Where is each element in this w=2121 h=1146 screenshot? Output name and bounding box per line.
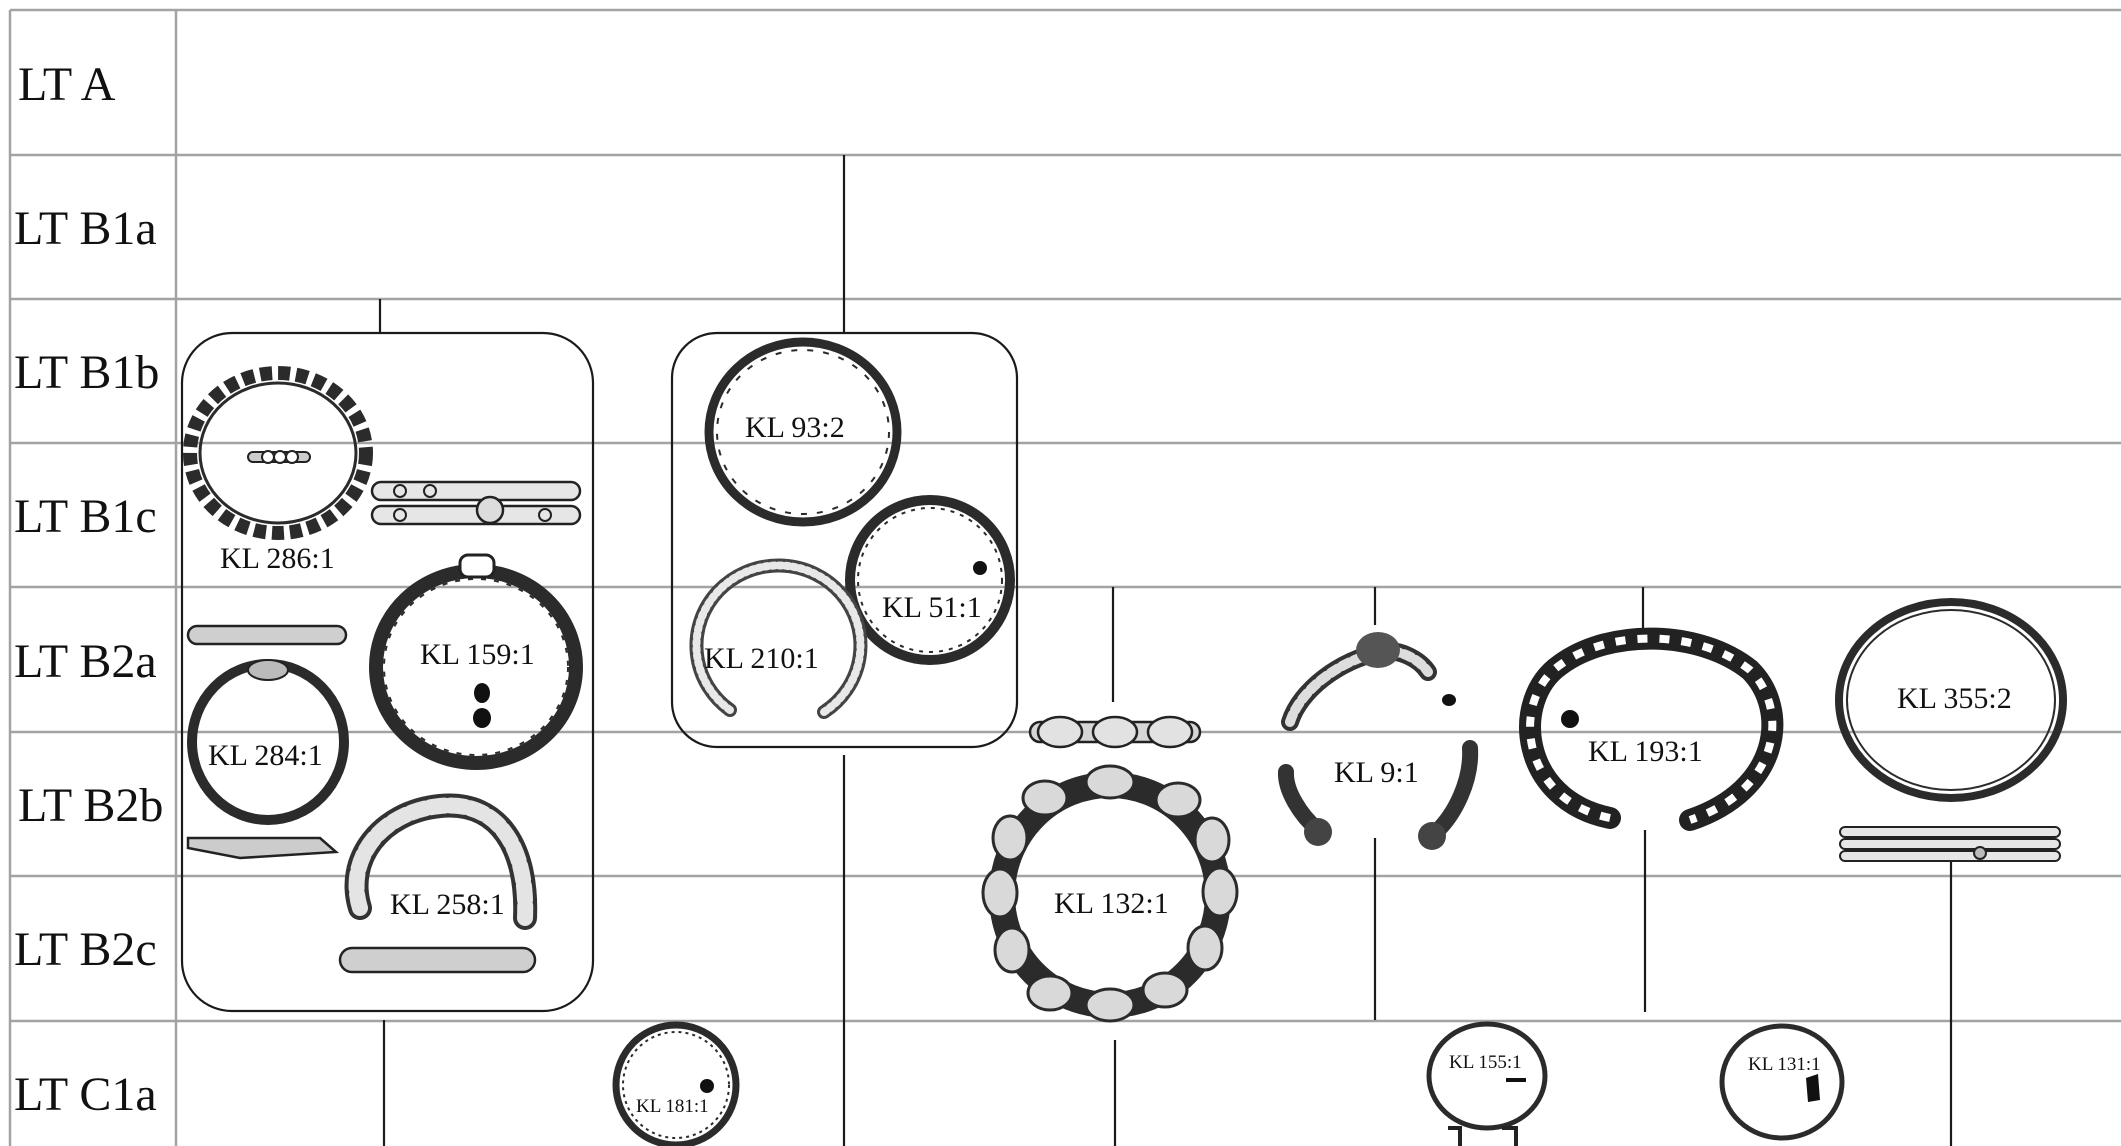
bracelet-drawing — [1719, 1023, 1845, 1141]
bracelet-ornament — [981, 764, 1239, 1023]
bracelet-kl93-2: KL 93:2 — [704, 337, 902, 527]
item-label-kl286-1: KL 286:1 — [220, 542, 335, 575]
bracelet-drawing — [1519, 627, 1784, 831]
bracelet-drawing — [183, 366, 373, 540]
bracelet-kl9-1: KL 9:1 — [1278, 632, 1479, 850]
phase-label-lt-b2c: LT B2c — [14, 923, 157, 976]
bracelet-fragment — [1418, 822, 1446, 850]
bracelet-fragment — [1304, 818, 1332, 846]
item-label-kl9-1: KL 9:1 — [1334, 756, 1419, 789]
bracelet-profile — [247, 450, 311, 464]
cross-section-dot — [1561, 710, 1579, 728]
bracelet-kl132-1: KL 132:1 — [981, 715, 1239, 1023]
bracelet-ornament — [716, 349, 890, 515]
cross-section-dot — [700, 1079, 714, 1093]
bracelet-fragment — [1356, 632, 1400, 668]
bracelet-side-view — [1448, 1126, 1518, 1146]
bracelet-kl193-1: KL 193:1 — [1519, 627, 1784, 831]
group-box-middle — [670, 331, 1019, 749]
phase-label-lt-b2a: LT B2a — [14, 635, 157, 688]
item-label-kl181-1: KL 181:1 — [636, 1096, 709, 1117]
bracelet-kl155-1: KL 155:1 — [1426, 1021, 1548, 1146]
bracelet-ornament — [857, 507, 1003, 653]
bracelet-ornament — [692, 561, 865, 716]
item-label-kl132-1: KL 132:1 — [1054, 887, 1169, 920]
phase-label-lt-a: LT A — [18, 58, 116, 111]
item-label-kl284-1: KL 284:1 — [208, 739, 323, 772]
bracelet-inner-edge — [198, 381, 358, 525]
item-label-kl258-1: KL 258:1 — [390, 888, 505, 921]
bracelet-kl284-1: KL 284:1 — [186, 624, 349, 860]
bracelet-drawing — [704, 337, 902, 527]
phase-label-lt-b1b: LT B1b — [14, 346, 159, 399]
bracelet-ornament — [622, 1031, 730, 1139]
bracelet-side-view — [370, 480, 582, 526]
bracelet-ornament — [1526, 634, 1777, 824]
bracelet-inner-edge — [1846, 609, 2056, 791]
cross-section-mark — [1806, 1074, 1820, 1102]
item-label-kl210-1: KL 210:1 — [704, 642, 819, 675]
bracelet-kl131-1: KL 131:1 — [1719, 1023, 1845, 1141]
cross-section-dot — [1442, 694, 1456, 706]
bracelet-drawing — [1835, 598, 2067, 802]
phase-grid — [8, 8, 2121, 1146]
item-label-kl159-1: KL 159:1 — [420, 638, 535, 671]
phase-label-lt-c1a: LT C1a — [14, 1068, 157, 1121]
cross-section-dot — [474, 683, 490, 703]
bracelet-terminals — [458, 553, 496, 579]
bracelet-ornament — [348, 797, 534, 926]
connector-lines — [378, 155, 1953, 1146]
phase-label-lt-b2b: LT B2b — [18, 779, 163, 832]
item-label-kl155-1: KL 155:1 — [1449, 1052, 1522, 1073]
bracelet-side-view — [1839, 826, 2061, 862]
item-label-kl193-1: KL 193:1 — [1588, 735, 1703, 768]
bracelet-kl286-1: KL 286:1 — [183, 366, 582, 575]
phase-label-lt-b1a: LT B1a — [14, 202, 157, 255]
group-box-left — [180, 331, 595, 1013]
bracelet-ornament — [247, 659, 289, 681]
bracelet-kl210-1: KL 210:1 — [689, 558, 868, 719]
bracelet-kl159-1: KL 159:1 — [369, 553, 583, 770]
bracelet-side-view — [186, 624, 348, 646]
bracelet-drawing — [845, 495, 1015, 665]
bracelet-drawing — [1426, 1021, 1548, 1131]
bracelet-fragment — [1427, 740, 1479, 841]
cross-section-mark — [1506, 1078, 1526, 1082]
item-label-kl51-1: KL 51:1 — [882, 591, 982, 624]
item-label-kl355-2: KL 355:2 — [1897, 682, 2012, 715]
bracelet-kl258-1: KL 258:1 — [338, 793, 538, 974]
cross-section-dot — [473, 708, 491, 728]
bracelet-ornament — [383, 578, 569, 756]
item-label-kl93-2: KL 93:2 — [745, 411, 845, 444]
bracelet-drawing — [612, 1021, 740, 1146]
bracelet-side-view — [1028, 715, 1202, 749]
bracelet-profile — [186, 836, 340, 860]
bracelet-kl355-2: KL 355:2 — [1835, 598, 2067, 862]
cross-section-dot — [973, 561, 987, 575]
bracelet-kl181-1: KL 181:1 — [612, 1021, 740, 1146]
bracelet-side-view — [338, 946, 537, 974]
bracelet-kl51-1: KL 51:1 — [845, 495, 1015, 665]
phase-label-lt-b1c: LT B1c — [14, 490, 157, 543]
phase-labels: LT A LT B1a LT B1b LT B1c LT B2a LT B2b … — [14, 58, 163, 1121]
item-label-kl131-1: KL 131:1 — [1748, 1054, 1821, 1075]
